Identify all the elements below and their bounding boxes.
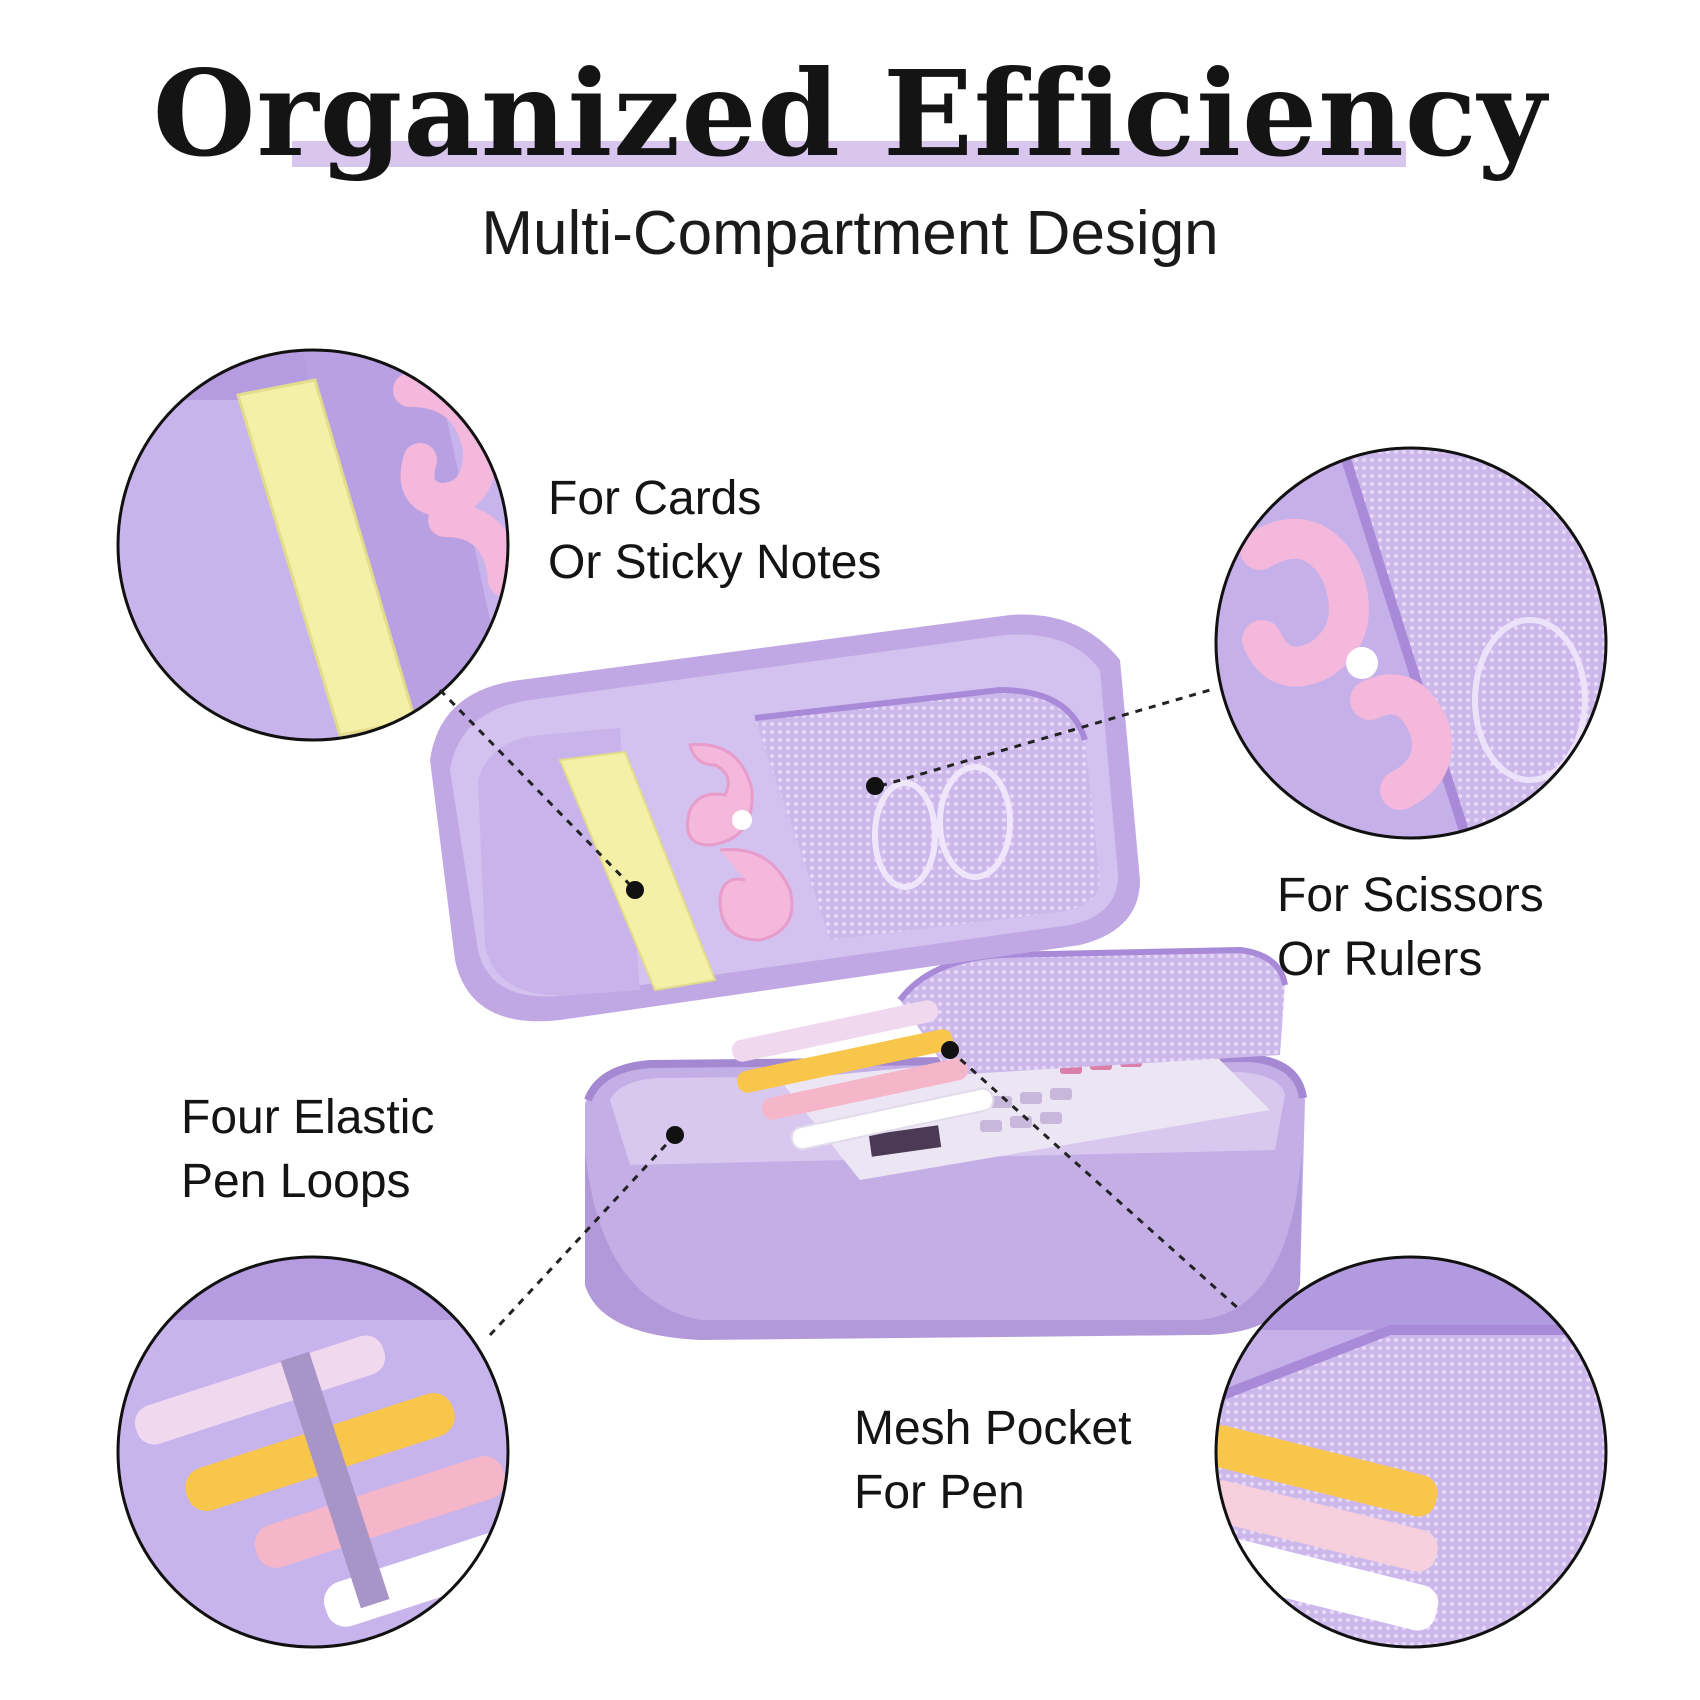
- callout-scissors-line1: For Scissors: [1277, 869, 1544, 922]
- callout-scissors: For Scissors Or Rulers: [1277, 864, 1544, 992]
- callout-mesh-line1: Mesh Pocket: [854, 1402, 1132, 1455]
- callout-pen-loops-line1: Four Elastic: [181, 1091, 435, 1144]
- callout-cards-line2: Or Sticky Notes: [548, 536, 882, 589]
- callout-cards: For Cards Or Sticky Notes: [548, 467, 881, 595]
- zoom-circle-scissors: [1216, 448, 1606, 838]
- page-subtitle: Multi-Compartment Design: [481, 199, 1219, 268]
- leader-dots: [626, 777, 959, 1144]
- zoom-circle-mesh-pocket: [1216, 1257, 1606, 1647]
- callout-scissors-line2: Or Rulers: [1277, 933, 1483, 986]
- callout-pen-loops-line2: Pen Loops: [181, 1155, 411, 1208]
- callout-cards-line1: For Cards: [548, 472, 762, 525]
- callout-mesh: Mesh Pocket For Pen: [854, 1397, 1131, 1525]
- callout-pen-loops: Four Elastic Pen Loops: [181, 1086, 434, 1214]
- zoom-circle-pen-loops: [118, 1257, 508, 1647]
- header: Organized Efficiency: [0, 55, 1700, 173]
- pencil-case: [430, 614, 1307, 1340]
- page-title: Organized Efficiency: [152, 44, 1548, 183]
- callout-mesh-line2: For Pen: [854, 1466, 1025, 1519]
- zoom-circle-cards: [118, 350, 508, 740]
- title-highlight-bar: [292, 141, 1406, 167]
- leader-lines: [438, 688, 1242, 1337]
